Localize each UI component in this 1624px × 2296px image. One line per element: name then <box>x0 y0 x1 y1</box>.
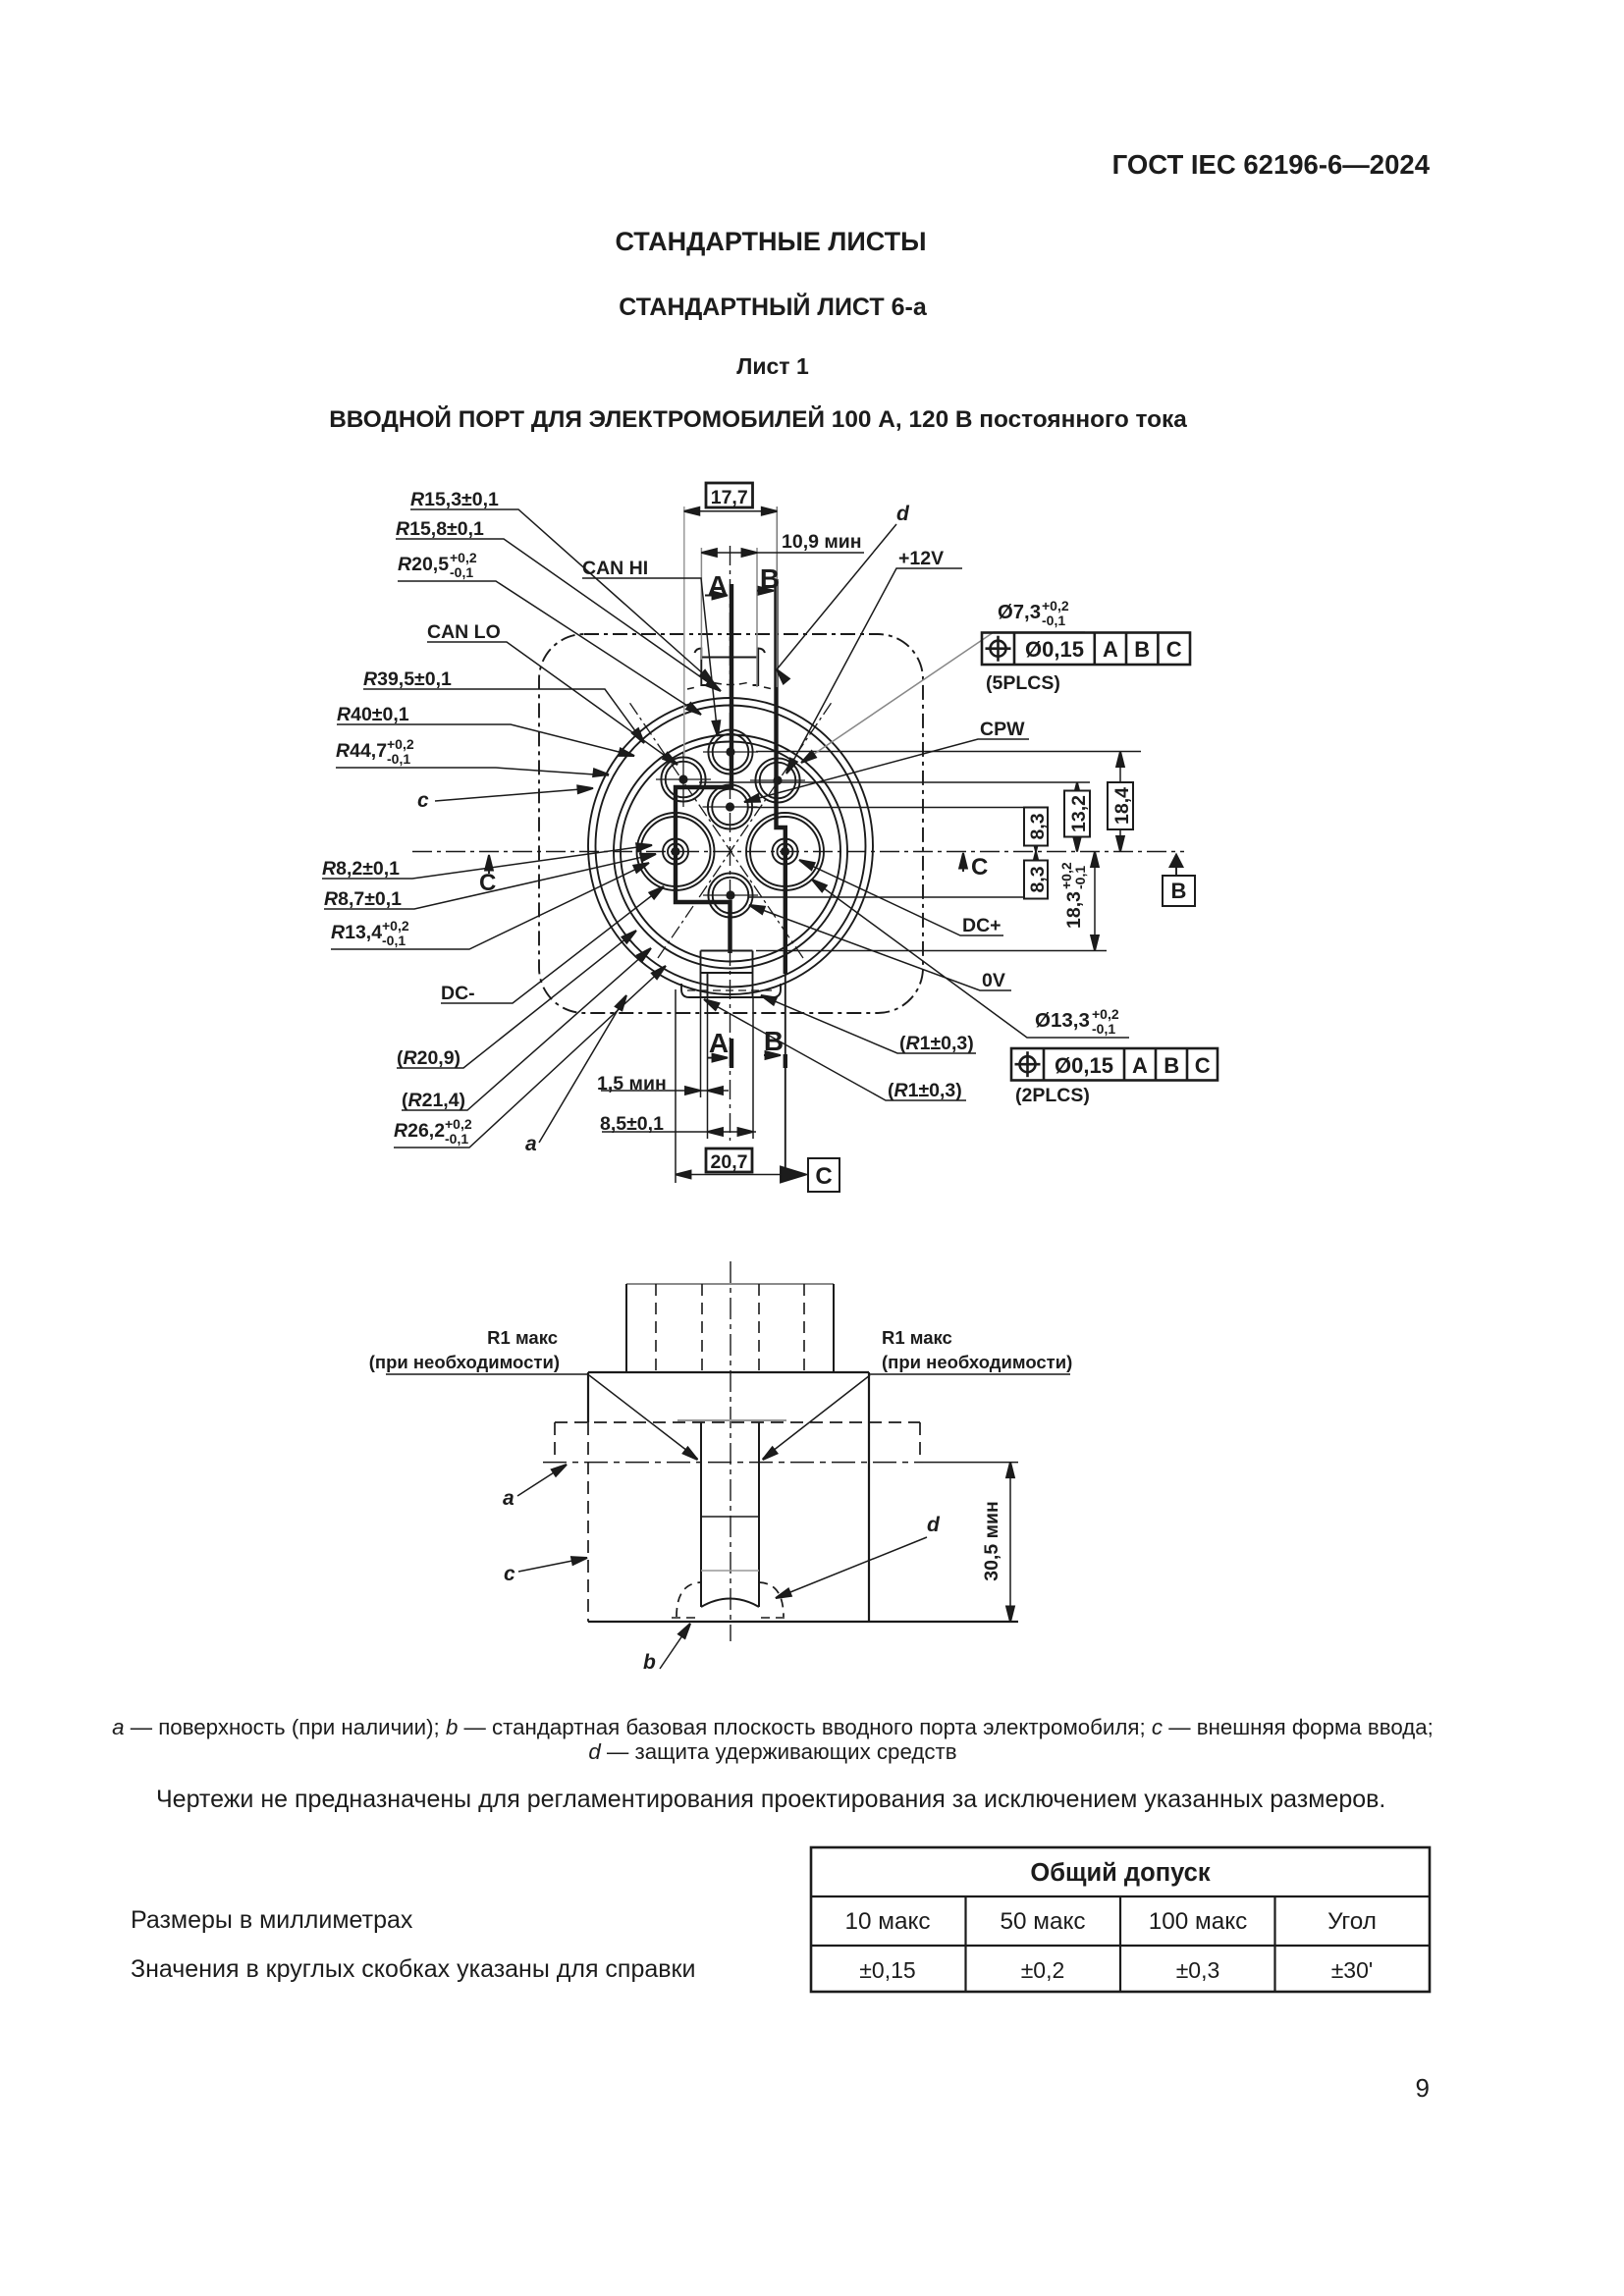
svg-text:b: b <box>643 1651 656 1674</box>
svg-text:±0,15: ±0,15 <box>859 1957 915 1983</box>
svg-text:Ø13,3: Ø13,3 <box>1035 1009 1090 1032</box>
svg-text:R1 макс: R1 макс <box>487 1327 558 1348</box>
svg-text:ГОСТ IEC 62196-6—2024: ГОСТ IEC 62196-6—2024 <box>1112 149 1431 180</box>
svg-text:(R1±0,3): (R1±0,3) <box>888 1080 962 1101</box>
svg-text:R20,5: R20,5 <box>398 554 449 575</box>
svg-text:d: d <box>896 503 910 525</box>
svg-text:CPW: CPW <box>980 719 1025 740</box>
svg-text:8,3: 8,3 <box>1027 866 1049 892</box>
svg-text:R39,5±0,1: R39,5±0,1 <box>363 668 452 690</box>
svg-text:C: C <box>1195 1053 1211 1078</box>
svg-text:+0,2: +0,2 <box>445 1116 472 1132</box>
svg-text:ВВОДНОЙ ПОРТ ДЛЯ ЭЛЕКТРОМОБИЛЕ: ВВОДНОЙ ПОРТ ДЛЯ ЭЛЕКТРОМОБИЛЕЙ 100 А, 1… <box>329 405 1187 433</box>
svg-text:+12V: +12V <box>898 548 944 569</box>
svg-text:C: C <box>479 870 496 896</box>
svg-text:C: C <box>815 1163 832 1190</box>
svg-text:Ø0,15: Ø0,15 <box>1025 637 1084 662</box>
svg-text:-0,1: -0,1 <box>445 1131 468 1147</box>
svg-text:CAN HI: CAN HI <box>582 558 648 579</box>
svg-text:(5PLCS): (5PLCS) <box>986 672 1060 694</box>
svg-text:B: B <box>764 1026 784 1056</box>
svg-text:DC+: DC+ <box>962 915 1001 936</box>
svg-text:d — защита удерживающих средст: d — защита удерживающих средств <box>588 1739 956 1764</box>
svg-text:+0,2: +0,2 <box>450 550 477 565</box>
svg-text:B: B <box>760 563 780 594</box>
svg-text:±0,3: ±0,3 <box>1176 1957 1220 1983</box>
svg-text:R40±0,1: R40±0,1 <box>337 704 409 725</box>
svg-text:-0,1: -0,1 <box>1042 613 1065 628</box>
svg-text:18,3: 18,3 <box>1063 891 1085 929</box>
svg-text:A: A <box>1103 637 1118 662</box>
svg-text:(R20,9): (R20,9) <box>397 1047 460 1069</box>
svg-text:-0,1: -0,1 <box>1072 866 1088 889</box>
svg-text:0V: 0V <box>982 970 1005 991</box>
svg-text:+0,2: +0,2 <box>1092 1006 1119 1022</box>
svg-text:C: C <box>971 854 988 881</box>
svg-text:18,4: 18,4 <box>1111 787 1133 825</box>
svg-text:8,3: 8,3 <box>1027 813 1049 839</box>
svg-text:R15,3±0,1: R15,3±0,1 <box>410 489 499 510</box>
svg-text:(R21,4): (R21,4) <box>402 1090 465 1111</box>
svg-text:9: 9 <box>1416 2073 1430 2103</box>
svg-text:R8,2±0,1: R8,2±0,1 <box>322 858 400 880</box>
svg-text:a: a <box>525 1133 537 1155</box>
svg-text:10 макс: 10 макс <box>844 1908 930 1935</box>
svg-text:Общий допуск: Общий допуск <box>1030 1859 1210 1887</box>
svg-text:17,7: 17,7 <box>711 487 748 508</box>
svg-text:c: c <box>504 1563 515 1585</box>
svg-text:10,9 мин: 10,9 мин <box>782 531 862 553</box>
svg-text:(при необходимости): (при необходимости) <box>369 1352 560 1372</box>
svg-text:c: c <box>417 789 429 812</box>
svg-text:+0,2: +0,2 <box>387 736 414 752</box>
svg-text:B: B <box>1134 637 1150 662</box>
svg-text:a — поверхность (при наличии);: a — поверхность (при наличии); b — станд… <box>112 1715 1434 1739</box>
svg-text:B: B <box>1164 1053 1179 1078</box>
svg-text:8,5±0,1: 8,5±0,1 <box>600 1113 664 1135</box>
svg-text:R1 макс: R1 макс <box>882 1327 952 1348</box>
svg-text:R8,7±0,1: R8,7±0,1 <box>324 888 402 910</box>
svg-text:-0,1: -0,1 <box>382 933 406 948</box>
svg-text:+0,2: +0,2 <box>382 918 409 934</box>
svg-text:R44,7: R44,7 <box>336 740 387 762</box>
svg-text:d: d <box>927 1514 941 1536</box>
svg-text:A: A <box>1132 1053 1148 1078</box>
svg-text:СТАНДАРТНЫЙ ЛИСТ 6-а: СТАНДАРТНЫЙ ЛИСТ 6-а <box>619 292 928 321</box>
svg-text:(при необходимости): (при необходимости) <box>882 1352 1072 1372</box>
svg-text:+0,2: +0,2 <box>1042 598 1069 614</box>
svg-text:-0,1: -0,1 <box>1092 1021 1115 1037</box>
svg-text:B: B <box>1171 879 1187 903</box>
svg-text:±0,2: ±0,2 <box>1021 1957 1065 1983</box>
svg-text:DC-: DC- <box>441 983 475 1004</box>
svg-text:A: A <box>708 570 728 601</box>
svg-text:СТАНДАРТНЫЕ ЛИСТЫ: СТАНДАРТНЫЕ ЛИСТЫ <box>615 227 926 256</box>
svg-text:+0,2: +0,2 <box>1058 862 1074 889</box>
svg-text:Лист 1: Лист 1 <box>736 353 809 379</box>
svg-text:Ø0,15: Ø0,15 <box>1055 1053 1113 1078</box>
svg-text:-0,1: -0,1 <box>387 751 410 767</box>
svg-text:A: A <box>709 1028 729 1058</box>
svg-text:100 макс: 100 макс <box>1149 1908 1248 1935</box>
svg-text:C: C <box>1166 637 1182 662</box>
svg-text:a: a <box>503 1487 514 1510</box>
svg-text:R15,8±0,1: R15,8±0,1 <box>396 518 484 540</box>
svg-text:R13,4: R13,4 <box>331 922 382 943</box>
svg-text:50 макс: 50 макс <box>1000 1908 1085 1935</box>
svg-text:Угол: Угол <box>1327 1908 1377 1935</box>
svg-text:20,7: 20,7 <box>711 1151 748 1173</box>
svg-text:30,5 мин: 30,5 мин <box>981 1501 1002 1581</box>
svg-text:13,2: 13,2 <box>1068 795 1090 832</box>
svg-text:-0,1: -0,1 <box>450 564 473 580</box>
svg-text:1,5 мин: 1,5 мин <box>597 1073 667 1095</box>
svg-text:R26,2: R26,2 <box>394 1120 445 1142</box>
svg-text:Значения в круглых скобках ука: Значения в круглых скобках указаны для с… <box>131 1955 695 1983</box>
svg-text:(2PLCS): (2PLCS) <box>1015 1085 1090 1106</box>
svg-text:(R1±0,3): (R1±0,3) <box>899 1033 974 1054</box>
svg-text:CAN LO: CAN LO <box>427 621 501 643</box>
svg-text:Размеры в миллиметрах: Размеры в миллиметрах <box>131 1906 413 1934</box>
svg-text:Ø7,3: Ø7,3 <box>998 602 1041 623</box>
svg-text:±30': ±30' <box>1331 1957 1374 1983</box>
svg-text:Чертежи не предназначены для р: Чертежи не предназначены для регламентир… <box>156 1786 1385 1813</box>
